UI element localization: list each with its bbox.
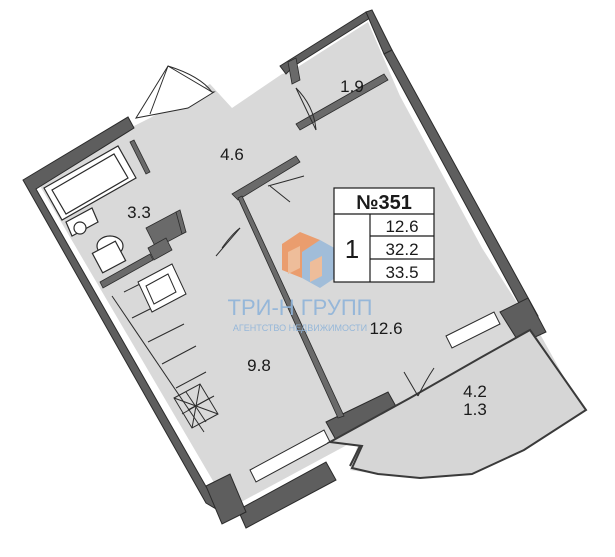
doors <box>134 65 435 397</box>
sink <box>65 207 99 237</box>
watermark-subtitle: АГЕНТСТВО НЕДВИЖИМОСТИ <box>233 323 367 333</box>
bathtub <box>43 145 137 221</box>
info-box <box>333 187 435 283</box>
room-label-bedroom: 12.6 <box>369 319 402 338</box>
area-total-with-balcony: 33.5 <box>385 263 418 282</box>
kitchen-sink <box>137 263 187 313</box>
room-label-storage: 1.9 <box>340 77 364 96</box>
room-label-kitchen: 9.8 <box>247 356 271 375</box>
outer-walls <box>22 9 547 529</box>
watermark-company: ТРИ-Н ГРУПП <box>228 295 373 320</box>
balcony <box>326 328 588 480</box>
area-total: 32.2 <box>385 240 418 259</box>
room-label-bathroom: 3.3 <box>127 203 151 222</box>
stove <box>173 383 219 429</box>
rooms-count: 1 <box>345 234 359 264</box>
room-label-balcony-reduced: 1.3 <box>463 400 487 419</box>
toilet <box>91 235 127 274</box>
apartment-number: №351 <box>356 192 412 214</box>
interior-walls <box>99 57 389 419</box>
room-label-balcony-full: 4.2 <box>463 382 487 401</box>
room-label-hall: 4.6 <box>220 145 244 164</box>
area-living: 12.6 <box>385 217 418 236</box>
watermark-logo-icon <box>282 232 338 288</box>
